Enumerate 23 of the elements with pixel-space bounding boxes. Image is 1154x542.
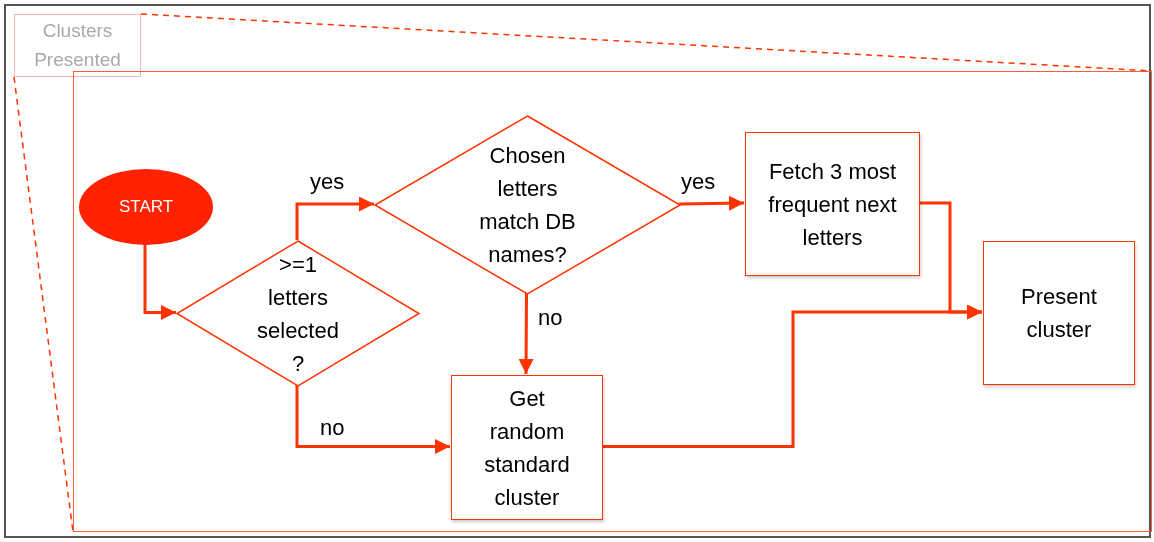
process-box — [451, 375, 603, 520]
node-text: Fetch 3 most frequent next letters — [767, 157, 898, 252]
zoom-guide-line — [13, 76, 74, 533]
arrow — [678, 195, 745, 211]
start-label: START — [117, 196, 175, 219]
node-text: Chosen letters match DB names? — [478, 142, 577, 269]
start-ellipse — [79, 169, 213, 245]
arrow — [143, 244, 176, 320]
node-text: Clusters Presented — [33, 19, 122, 72]
node-text: Get random standard cluster — [483, 384, 571, 512]
process-box — [983, 241, 1135, 385]
node-text: Present cluster — [1020, 283, 1098, 344]
zoomed-frame — [73, 71, 1152, 532]
arrow — [295, 385, 450, 454]
node-text: >=1 letters selected ? — [256, 250, 340, 378]
decision-diamond — [177, 241, 419, 386]
arrow — [518, 293, 534, 374]
decision-diamond — [375, 116, 680, 294]
arrow — [602, 304, 982, 448]
zoom-guide-line — [140, 13, 1153, 72]
zoom-source-box — [14, 14, 141, 77]
arrow — [295, 196, 374, 240]
process-box — [745, 132, 920, 276]
